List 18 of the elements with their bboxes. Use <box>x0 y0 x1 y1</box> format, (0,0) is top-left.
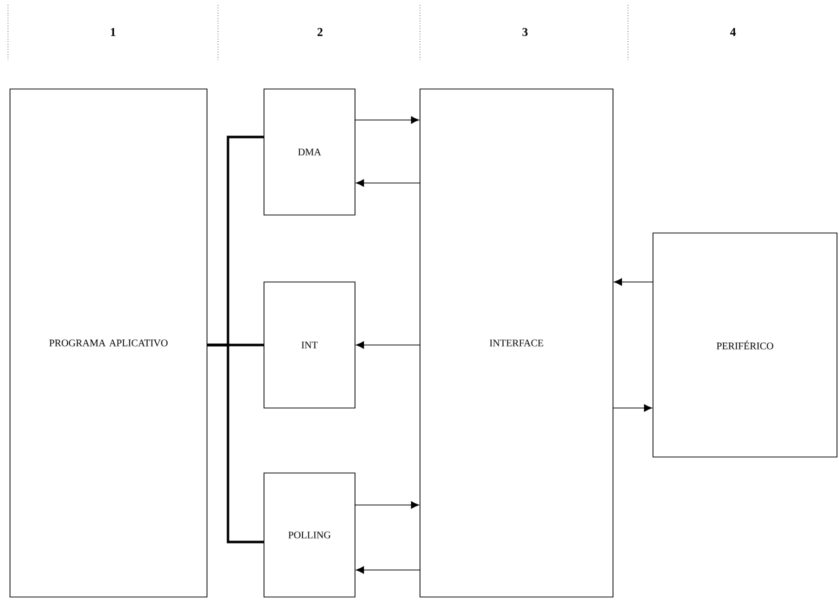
process-box: PERIFÉRICO <box>652 232 838 458</box>
connector-line <box>354 116 419 124</box>
process-box: INT <box>264 282 356 408</box>
connector-line <box>356 179 420 187</box>
connector-line <box>354 501 419 509</box>
column-number: 1 <box>110 28 116 36</box>
column-number: 2 <box>318 28 322 36</box>
column-number: 4 <box>730 28 736 36</box>
connector-line <box>356 341 420 349</box>
process-box: POLLING <box>264 472 356 598</box>
process-box: DMA <box>264 88 356 216</box>
connector-line <box>356 566 420 574</box>
connector-line <box>207 344 264 544</box>
column-number: 3 <box>522 28 528 36</box>
process-box: PROGRAMA APLICATIVO <box>10 88 208 598</box>
process-box: INTERFACE <box>420 88 614 598</box>
connector-line <box>614 278 654 286</box>
connector-line <box>612 404 652 412</box>
